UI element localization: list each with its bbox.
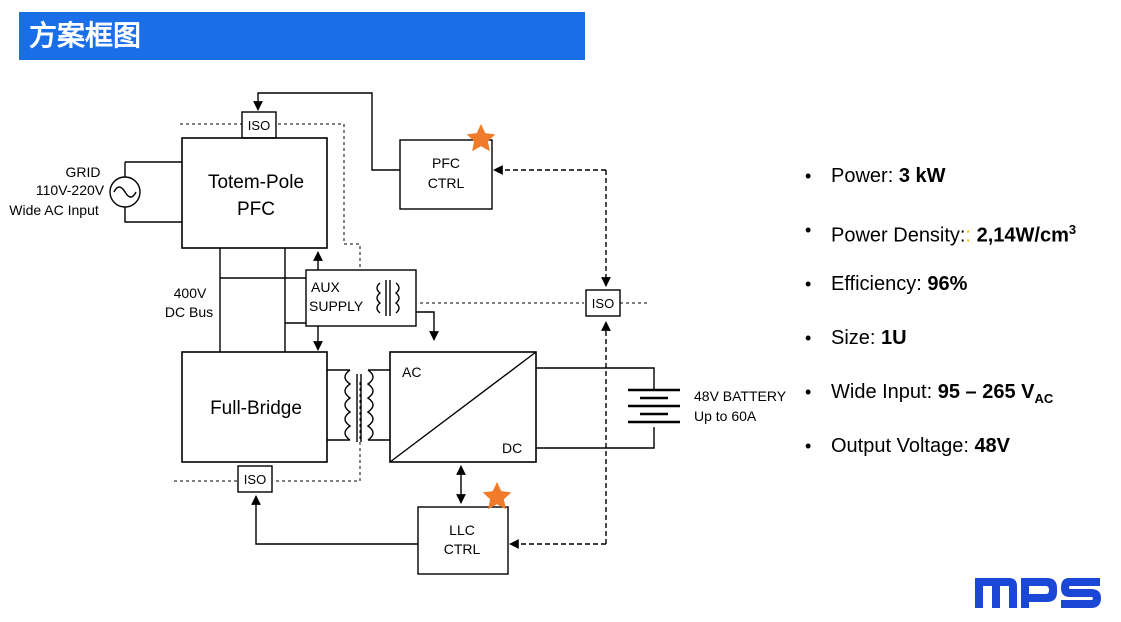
- battery-icon: [628, 388, 680, 424]
- bullet: •: [805, 436, 812, 456]
- spec-label: Power Density:: [831, 224, 966, 247]
- spec-separator: :: [965, 224, 972, 247]
- spec-label: Output Voltage:: [831, 435, 975, 457]
- spec-subscript: AC: [1034, 391, 1054, 406]
- page-title: 方案框图: [29, 19, 142, 52]
- bullet: •: [805, 166, 812, 186]
- spec-superscript: 3: [1068, 222, 1077, 237]
- spec-value: 1U: [881, 327, 907, 349]
- rectifier-dc-label: DC: [502, 440, 522, 456]
- dc-bus-label-2: DC Bus: [165, 304, 213, 320]
- battery-label: 48V BATTERY: [694, 388, 787, 404]
- battery-current-label: Up to 60A: [694, 408, 757, 424]
- bullet: •: [805, 382, 812, 402]
- spec-value: 95 – 265 V: [937, 381, 1035, 403]
- grid-label: GRID: [66, 164, 101, 180]
- pfc-ctrl-label: PFC: [432, 155, 460, 171]
- spec-item-size: • Size: 1U: [805, 322, 1105, 376]
- spec-item-wide-input: • Wide Input: 95 – 265 VAC: [805, 376, 1105, 430]
- bullet: •: [805, 274, 812, 294]
- star-icon: [466, 124, 496, 152]
- full-bridge-label: Full-Bridge: [210, 398, 302, 419]
- grid-voltage-label: 110V-220V: [36, 182, 105, 198]
- pfc-ctrl-block: [399, 139, 493, 210]
- spec-item-power-density: • Power Density:: 2,14W/cm3: [805, 214, 1105, 268]
- spec-value: 48V: [974, 435, 1011, 457]
- bullet: •: [805, 328, 812, 348]
- spec-item-efficiency: • Efficiency: 96%: [805, 268, 1105, 322]
- spec-item-output-voltage: • Output Voltage: 48V: [805, 430, 1105, 484]
- aux-label: AUX: [311, 279, 340, 295]
- rectifier-ac-label: AC: [402, 364, 421, 380]
- llc-ctrl-label-2: CTRL: [444, 541, 481, 557]
- mps-logo: [975, 578, 1101, 608]
- iso-box-top: [241, 111, 277, 139]
- spec-label: Power:: [831, 165, 899, 187]
- full-bridge-block: [181, 351, 328, 463]
- llc-ctrl-block: [417, 506, 509, 575]
- llc-ctrl-label: LLC: [449, 522, 475, 538]
- block-diagram: GRID 110V-220V Wide AC Input Totem-Pole …: [9, 92, 787, 575]
- star-icon: [482, 482, 512, 510]
- grid-input-label: Wide AC Input: [9, 202, 99, 218]
- rectifier-block: [389, 351, 537, 463]
- pfc-block-label: Totem-Pole: [208, 172, 304, 193]
- iso-box-middle: [585, 289, 621, 317]
- spec-value: 3 kW: [898, 165, 946, 187]
- dc-bus-label: 400V: [174, 285, 207, 301]
- pfc-ctrl-label-2: CTRL: [428, 175, 465, 191]
- iso-label-bottom: ISO: [244, 472, 266, 487]
- spec-label: Size:: [831, 327, 882, 349]
- spec-list: • Power: 3 kW • Power Density:: 2,14W/cm…: [805, 160, 1105, 484]
- title-bar: 方案框图: [19, 12, 585, 60]
- spec-label: Wide Input:: [831, 381, 938, 403]
- spec-value: 96%: [927, 273, 968, 295]
- totem-pole-pfc-block: [181, 137, 328, 249]
- spec-value: 2,14W/cm: [971, 224, 1069, 247]
- spec-item-power: • Power: 3 kW: [805, 160, 1105, 214]
- spec-label: Efficiency:: [831, 273, 928, 295]
- iso-box-bottom: [237, 465, 273, 493]
- aux-supply-block: [305, 269, 417, 327]
- pfc-block-label-2: PFC: [237, 199, 275, 220]
- bullet: •: [805, 220, 812, 240]
- iso-label-top: ISO: [248, 118, 270, 133]
- iso-label-middle: ISO: [592, 296, 614, 311]
- aux-label-2: SUPPLY: [309, 298, 364, 314]
- isolation-boundary: [174, 123, 648, 482]
